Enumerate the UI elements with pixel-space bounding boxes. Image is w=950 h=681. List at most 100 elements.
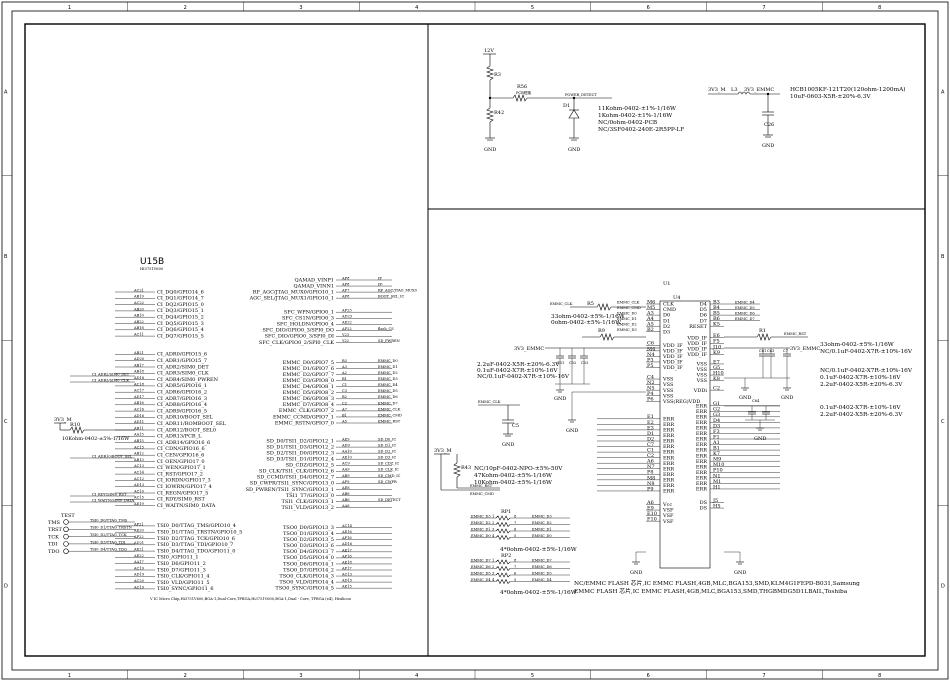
u15b-pin-net: EMMC_D2 <box>378 371 398 375</box>
u1-pin-name: ERR <box>696 420 707 426</box>
u15b-pin-ball: AB16 <box>133 401 145 405</box>
u1-pin-name: VDD_IF <box>662 360 683 366</box>
rp-pin: 7 <box>514 565 517 569</box>
u15b-pin-ball: AF8 <box>341 276 350 280</box>
u1-pin-ball: C2 <box>647 453 654 459</box>
u15b-pin-ball: AC13 <box>133 464 145 468</box>
u15b-pin-net: EMMC_CMD <box>378 413 402 417</box>
u15b-pin-ball: AB15 <box>133 439 145 443</box>
u1-pin-name: VDD_IF <box>662 348 683 354</box>
u1-pin-ball: K5 <box>713 322 720 328</box>
frame-col-bottom: 6 <box>647 673 650 679</box>
u15b-pin-name: TSI1_VLD/GPIO13_2 <box>281 505 334 511</box>
frame-row-right: A <box>941 89 945 95</box>
u15b-pin-ball: AB19 <box>133 295 145 299</box>
cright-note-3: 2.2uF-0402-X5R-±20%-6.3V <box>820 382 903 388</box>
u15b-pin-ball: AF22 <box>341 327 352 331</box>
u15b-pin-ball: AE17 <box>341 548 353 552</box>
u1-pin-name: ERR <box>663 477 674 483</box>
r1-value-1: 33ohm-0402-±5%-1/16W <box>820 342 894 348</box>
u15b-pin-ball: AF8 <box>341 282 350 286</box>
gnd-label: GND <box>484 147 496 153</box>
u1-pin-ball: K9 <box>713 350 720 356</box>
rp-pin: 2 <box>492 565 494 569</box>
u15b-pin-ball: AF9 <box>341 480 350 484</box>
u15b-pin-net: SD_CMD_IC <box>378 474 401 478</box>
u15b-pin-name: SFC_DIO/GPIO0_3/SPI0_DI <box>265 334 334 340</box>
u15b-pin-net: EMMC_D5 <box>378 389 398 393</box>
u15b-pin-name: SFC_CLK/GPIO0_2/SPI0_CLK <box>259 340 334 346</box>
u15b-pin-net: SD_D1_IC <box>378 444 397 448</box>
u1-pin-ball: C6 <box>647 341 654 347</box>
u1-pin-ball: F3 <box>713 429 720 435</box>
u15b-pin-net: SD_DETECT <box>378 498 401 502</box>
rp-net-left: EMMC_D6 <box>471 565 491 569</box>
u1-pin-net: EMMC_D0 <box>617 312 637 316</box>
rp-net-right: EMMC_D6 <box>532 565 552 569</box>
u1-pin-ball: E6 <box>713 333 720 339</box>
gnd-label-2: GND <box>568 147 580 153</box>
u15b-pin-name: TSO0_CLK/GPIO14_3 <box>279 573 334 579</box>
frame-col-bottom: 8 <box>878 673 881 679</box>
rp-resistor <box>495 572 511 578</box>
gnd-label-3: GND <box>762 143 774 149</box>
c2-note-1: 0.1uF-0402-X7R-±10%-16V <box>820 405 901 411</box>
u15b-pin-name: TSI0_CLK/GPIO11_4 <box>157 574 209 580</box>
u15b-pin-name: CI_IOWRN/GPIO17_4 <box>157 484 212 490</box>
rp-net-left: EMMC_D4 <box>471 578 491 582</box>
u15b-footer: V IC Micro Chip,Hi3751V600,BGA-1,Dual-Co… <box>149 597 352 601</box>
u15b-pin-name: EMMC_D4/GPIO8_1 <box>283 384 334 390</box>
u1-pin-name: ERR <box>696 409 707 415</box>
u15b-pin-net: SD_D3_IC <box>378 456 397 460</box>
rp-net-right: EMMC_D7 <box>532 558 552 562</box>
rp-resistor <box>495 534 511 541</box>
r5-value-1: 33ohm-0402-±5%-1/16W <box>551 314 625 320</box>
frame-row-right: D <box>941 584 945 590</box>
u4-ref: U4 <box>673 295 680 301</box>
u1-pin-ball: K8 <box>713 376 720 382</box>
test-pin-net: TSI0_D0/TTAG_TMS <box>90 518 128 522</box>
r9-label: R9 <box>598 328 605 334</box>
u15b-pin-ball: AC15 <box>133 496 145 500</box>
u15b-pin-ball: AD17 <box>133 395 145 399</box>
rp-net-left: EMMC_D7 <box>471 558 491 562</box>
rp1-label: RP1 <box>501 509 511 515</box>
u15b-pin-ball: AC10 <box>133 489 145 493</box>
u1-pin-name: ERR <box>663 444 674 450</box>
u15b-pin-name: CI_DQ7/GPIO15_5 <box>157 333 204 339</box>
u1-pin-ball: G1 <box>713 401 720 407</box>
rp-resistor <box>495 528 511 534</box>
u1-pin-name: DS <box>700 500 708 506</box>
u1-pin-ball: G5 <box>713 365 720 371</box>
u15b-pin-ball: AC14 <box>133 471 145 475</box>
net-3v3m-r43: 3V3_M <box>434 448 452 454</box>
c2-note-2: 2.2uF-0402-X5R-±20%-6.3V <box>820 412 903 418</box>
u1-pin-ball: M10 <box>713 462 724 468</box>
u1-pin-ball: M8 <box>647 475 655 481</box>
u1-pin-name: ERR <box>696 487 707 493</box>
u1-pin-ball: G2 <box>713 407 720 413</box>
u15b-pin-ball: AF21 <box>133 522 144 526</box>
u15b-pin-ball: AD15 <box>341 579 353 583</box>
u1-pin-ball: D1 <box>647 431 654 437</box>
u15b-pin-net: flash_CS <box>378 327 394 331</box>
u15b-pin-name: SD_CWPR/TSI1_SYNC/GPIO13_0 <box>250 481 334 487</box>
rp-pin: 5 <box>514 534 517 538</box>
rp-pin: 1 <box>492 514 494 518</box>
u1-pin-ball: E2 <box>647 420 654 426</box>
u15b-pin-ball: AC11 <box>133 333 144 337</box>
u15b-pin-name: CI_DQ5/GPIO15_3 <box>157 321 204 327</box>
u15b-pin-ball: AC9 <box>341 462 350 466</box>
rp-pin: 3 <box>492 527 495 531</box>
resistor-r42 <box>486 107 494 123</box>
l3-label: L3 <box>731 87 738 93</box>
test-point-icon <box>63 548 69 554</box>
u15b-pin-name: SFC_HOLDN/GPIO0_4 <box>277 322 334 328</box>
test-pin-label: TDI <box>48 542 57 548</box>
u15b-pin-net: SD_CDZ_IC <box>378 462 399 466</box>
u15b-left-nets: CI_ADR2/SIM0_DETCI_ADR3/SIM0_CLKCI_ADR10… <box>70 372 135 502</box>
u15b-pin-name: EMMC_D7/GPIO8_4 <box>283 402 334 408</box>
u1-pin-ball: N5 <box>647 386 655 392</box>
